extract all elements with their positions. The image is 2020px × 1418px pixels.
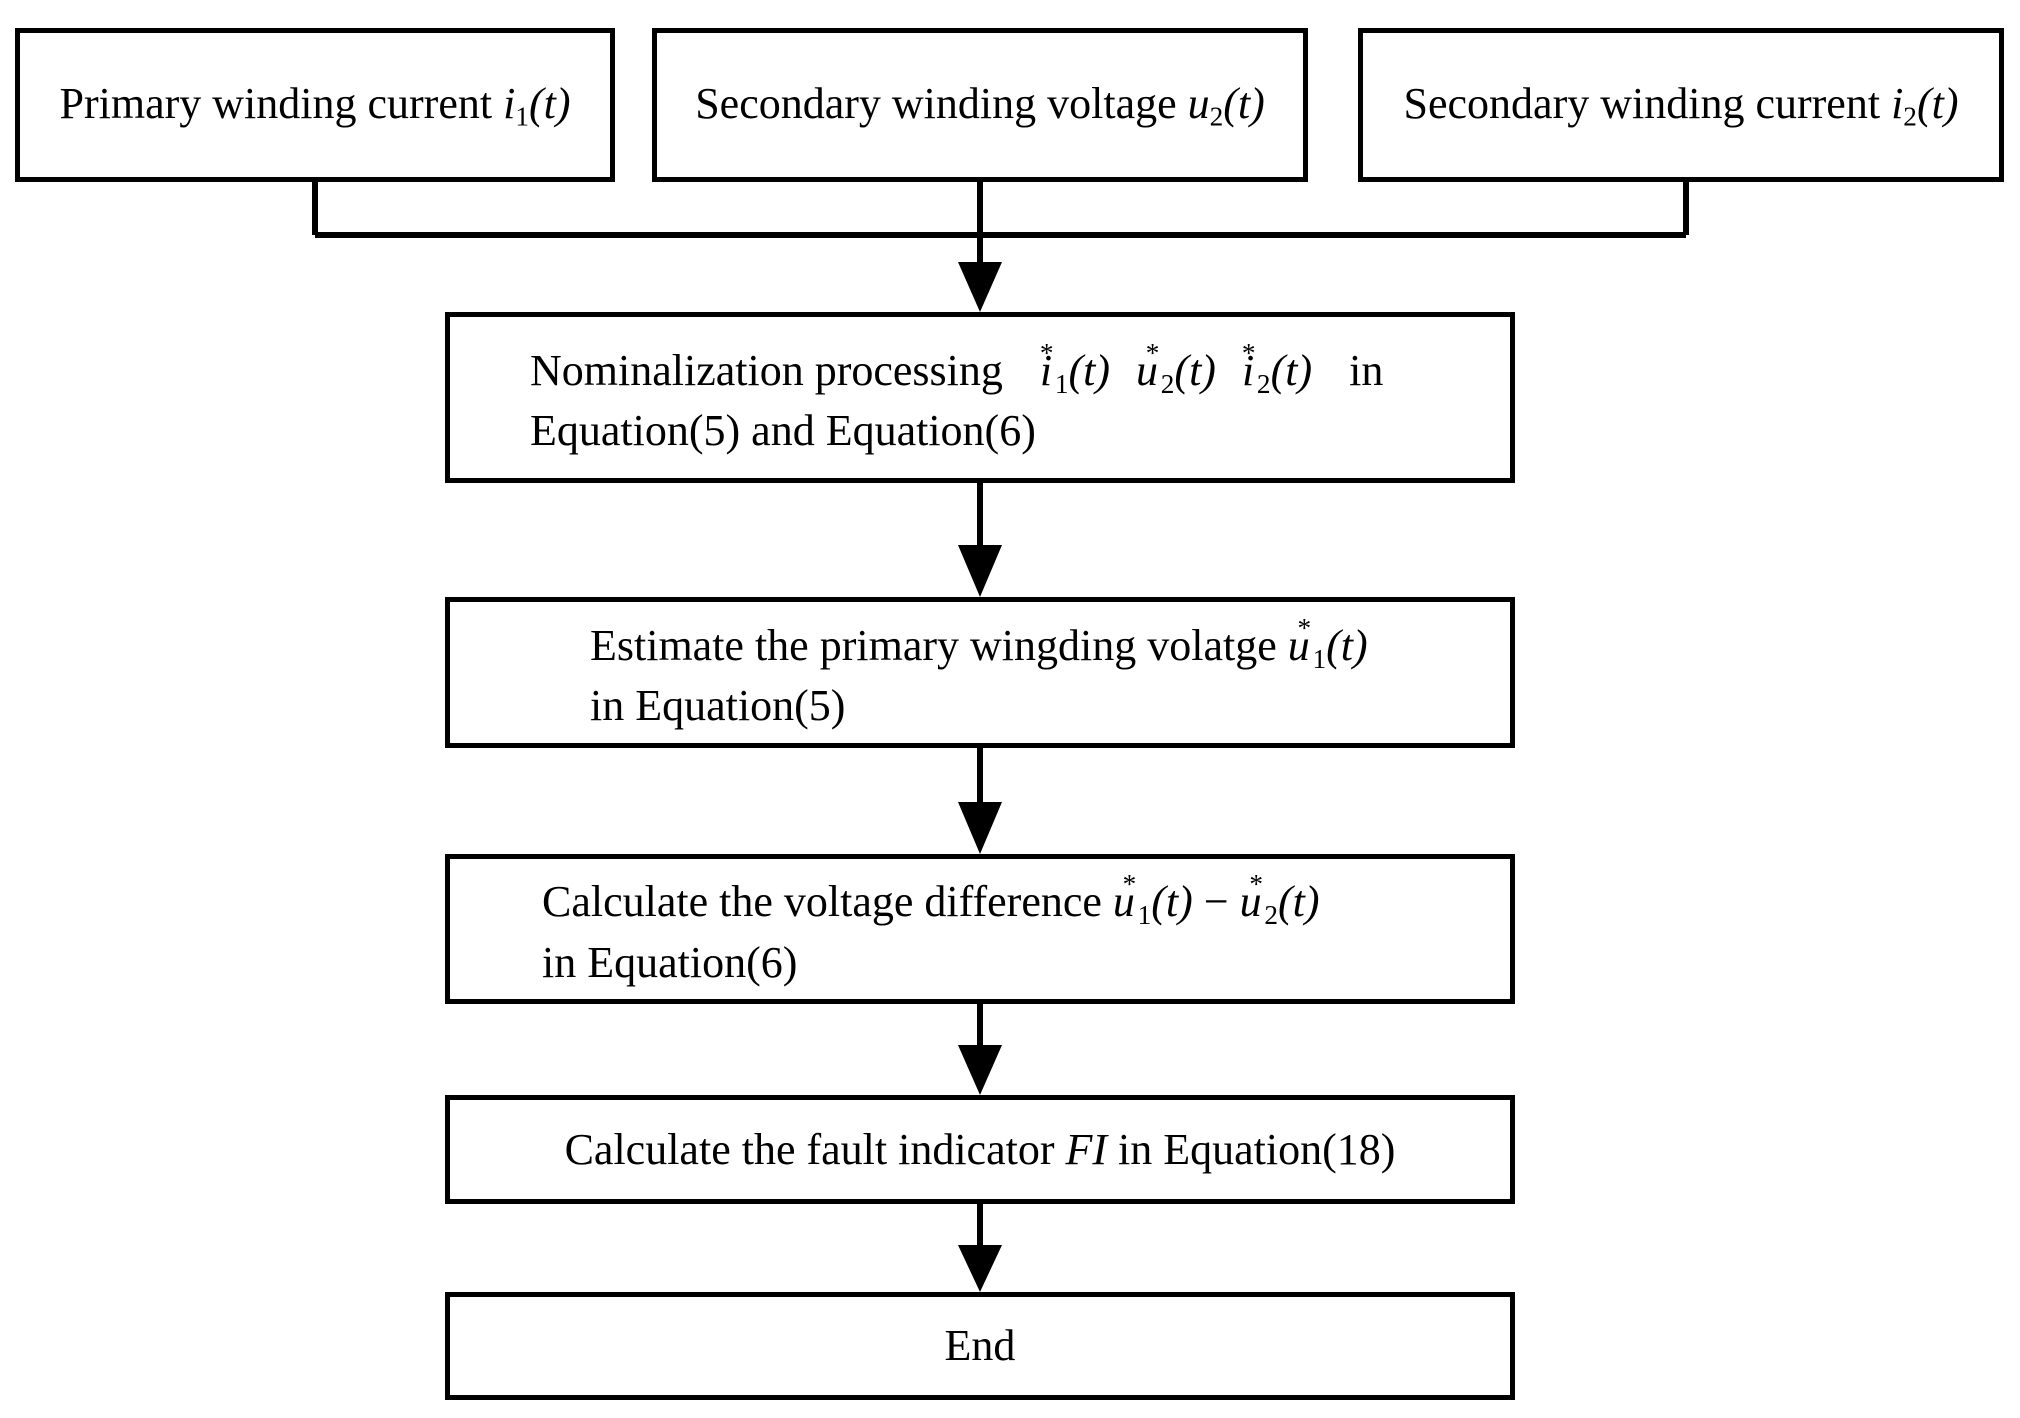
step-voltage-difference: Calculate the voltage difference u*1(t) … [445,854,1515,1004]
primary-current-label: Primary winding current i1(t) [59,78,571,132]
arrowhead-to-end [958,1245,1002,1292]
input-box-secondary-current: Secondary winding current i2(t) [1358,28,2004,182]
estimate-line-2: in Equation(5) [590,681,846,731]
nominalization-line-1: Nominalization processing i*1(t)u*2(t)i*… [530,337,1384,399]
secondary-voltage-label: Secondary winding voltage u2(t) [695,78,1265,132]
arrowhead-to-nominalization [958,262,1002,312]
input-box-primary-current: Primary winding current i1(t) [15,28,615,182]
input-box-secondary-voltage: Secondary winding voltage u2(t) [652,28,1308,182]
difference-line-2: in Equation(6) [542,937,798,987]
step-estimate-primary-voltage: Estimate the primary wingding volatge u*… [445,597,1515,748]
nominalization-line-2: Equation(5) and Equation(6) [530,406,1036,456]
secondary-current-label: Secondary winding current i2(t) [1403,78,1959,132]
step-fault-indicator: Calculate the fault indicator FI in Equa… [445,1095,1515,1204]
end-label: End [944,1321,1016,1371]
difference-line-1: Calculate the voltage difference u*1(t) … [542,869,1320,931]
arrowhead-to-estimate [958,545,1002,597]
fault-indicator-label: Calculate the fault indicator FI in Equa… [564,1124,1396,1174]
arrowhead-to-fault-indicator [958,1045,1002,1095]
step-nominalization: Nominalization processing i*1(t)u*2(t)i*… [445,312,1515,483]
estimate-line-1: Estimate the primary wingding volatge u*… [590,612,1368,674]
arrowhead-to-difference [958,802,1002,854]
step-end: End [445,1292,1515,1400]
